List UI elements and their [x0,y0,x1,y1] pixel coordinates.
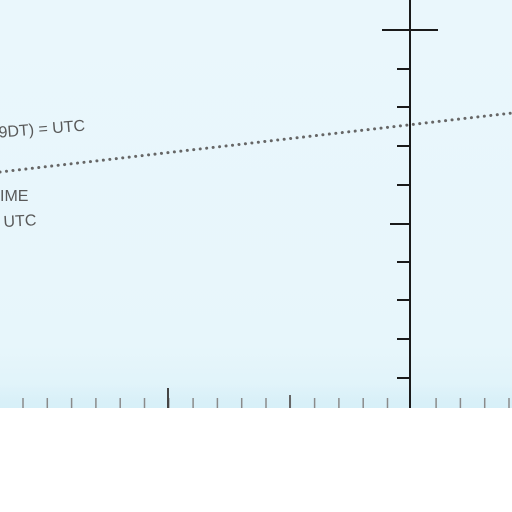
panel-bottom-fade [0,384,512,408]
offset-dotted-line [0,111,512,174]
vertical-axis-ticks [390,68,410,379]
time-unit-label: UTC [3,212,37,231]
time-title-label: IME [0,188,29,205]
diagram-panel [0,0,512,408]
horizontal-axis-ticks [22,388,510,408]
